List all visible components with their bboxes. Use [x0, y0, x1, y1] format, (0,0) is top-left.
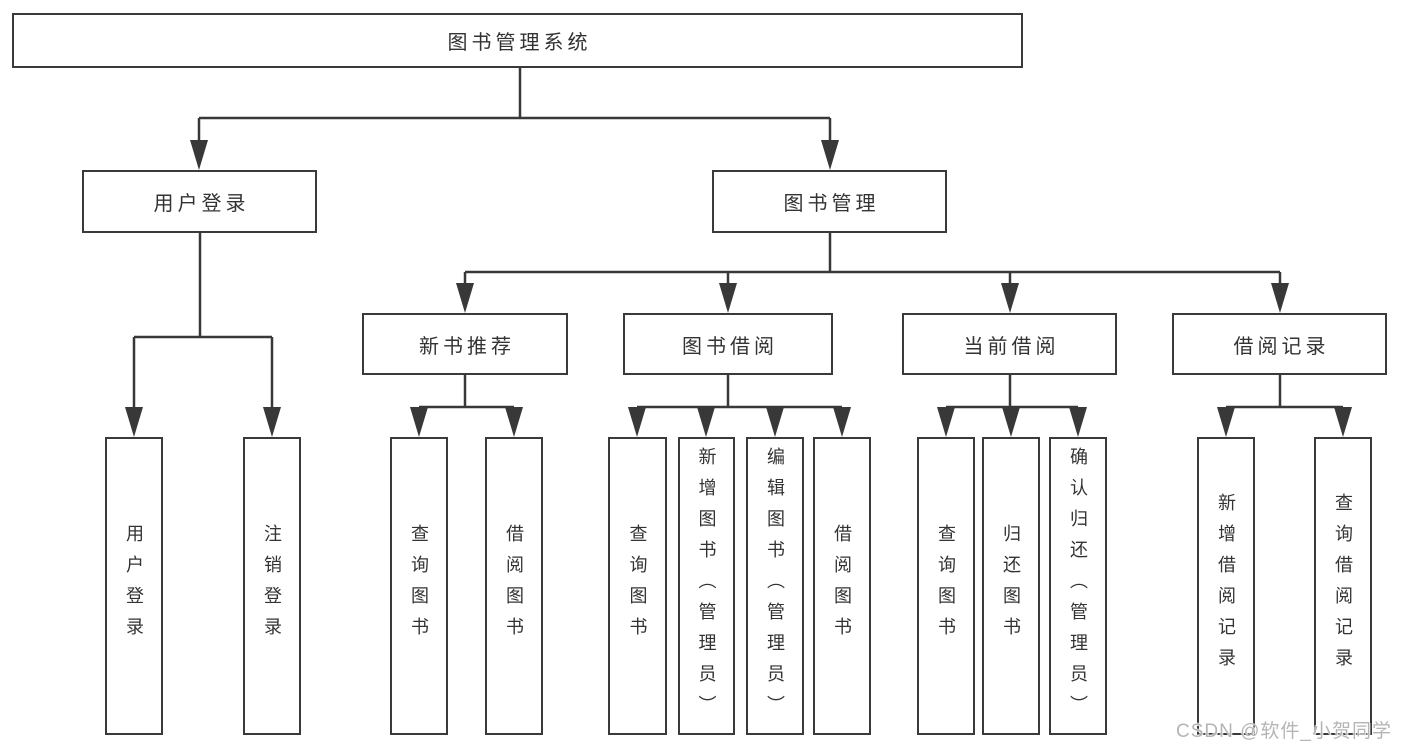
- node-label: 借阅记录: [1233, 335, 1330, 358]
- arrowhead-icons: [125, 140, 1352, 437]
- node-label: 图书借阅: [682, 335, 778, 358]
- node-label: 用户登录: [124, 524, 144, 648]
- node-label: 确认归还（管理员）: [1068, 446, 1088, 726]
- arrow-down-icon: [1217, 407, 1235, 437]
- arrow-down-icon: [1271, 283, 1289, 313]
- node-label: 新增图书（管理员）: [696, 446, 717, 726]
- node-label: 查询图书: [627, 524, 648, 648]
- node-label: 用户登录: [153, 193, 250, 215]
- connector-records-children: [1226, 375, 1343, 409]
- node-user-login: 用户登录: [82, 170, 317, 233]
- arrow-down-icon: [263, 407, 281, 437]
- arrow-down-icon: [456, 283, 474, 313]
- connector-borrowing-children: [637, 375, 842, 409]
- node-label: 编辑图书（管理员）: [765, 446, 785, 726]
- node-borrow-records: 借阅记录: [1172, 313, 1387, 375]
- node-leaf-bw-edit: 编辑图书（管理员）: [746, 437, 804, 735]
- arrow-down-icon: [505, 407, 523, 437]
- arrow-down-icon: [937, 407, 955, 437]
- arrow-down-icon: [821, 140, 839, 170]
- arrow-down-icon: [1334, 407, 1352, 437]
- arrow-down-icon: [1069, 407, 1087, 437]
- arrow-down-icon: [1002, 407, 1020, 437]
- connector-root-to-level2: [197, 68, 832, 144]
- node-leaf-rc-query: 查询借阅记录: [1314, 437, 1372, 735]
- node-label: 查询图书: [936, 524, 956, 648]
- watermark: CSDN @软件_小贺同学: [1176, 721, 1392, 742]
- node-label: 新书推荐: [419, 335, 515, 358]
- node-leaf-bw-query: 查询图书: [608, 437, 667, 735]
- node-leaf-bw-borrow: 借阅图书: [813, 437, 871, 735]
- arrow-down-icon: [1001, 283, 1019, 313]
- node-label: 借阅图书: [832, 524, 852, 648]
- arrow-down-icon: [697, 407, 715, 437]
- arrow-down-icon: [628, 407, 646, 437]
- arrow-down-icon: [125, 407, 143, 437]
- node-leaf-cu-confirm: 确认归还（管理员）: [1049, 437, 1107, 735]
- node-label: 图书管理系统: [447, 32, 592, 54]
- node-label: 当前借阅: [963, 335, 1060, 358]
- node-label: 注销登录: [262, 524, 282, 648]
- node-label: 查询图书: [409, 524, 429, 648]
- node-leaf-cu-return: 归还图书: [982, 437, 1040, 735]
- node-root: 图书管理系统: [12, 13, 1023, 68]
- node-leaf-user-login: 用户登录: [105, 437, 163, 735]
- connector-bookmgmt-level3: [463, 233, 1282, 287]
- arrow-down-icon: [833, 407, 851, 437]
- arrow-down-icon: [719, 283, 737, 313]
- connector-userlogin-children: [132, 233, 274, 411]
- node-leaf-nb-borrow: 借阅图书: [485, 437, 543, 735]
- node-label: 归还图书: [1001, 524, 1021, 648]
- node-leaf-bw-add: 新增图书（管理员）: [678, 437, 735, 735]
- arrow-down-icon: [766, 407, 784, 437]
- arrow-down-icon: [410, 407, 428, 437]
- connector-current-children: [946, 375, 1078, 409]
- node-label: 查询借阅记录: [1333, 493, 1353, 679]
- node-leaf-nb-query: 查询图书: [390, 437, 448, 735]
- node-borrowing: 图书借阅: [623, 313, 833, 375]
- node-label: 借阅图书: [504, 524, 524, 648]
- connector-newbooks-children: [419, 375, 514, 409]
- node-leaf-rc-add: 新增借阅记录: [1197, 437, 1255, 735]
- node-new-books: 新书推荐: [362, 313, 568, 375]
- node-label: 新增借阅记录: [1216, 493, 1236, 679]
- node-label: 图书管理: [783, 193, 880, 215]
- node-leaf-logout: 注销登录: [243, 437, 301, 735]
- node-current-borrow: 当前借阅: [902, 313, 1117, 375]
- node-book-mgmt: 图书管理: [712, 170, 947, 233]
- node-leaf-cu-query: 查询图书: [917, 437, 975, 735]
- arrow-down-icon: [190, 140, 208, 170]
